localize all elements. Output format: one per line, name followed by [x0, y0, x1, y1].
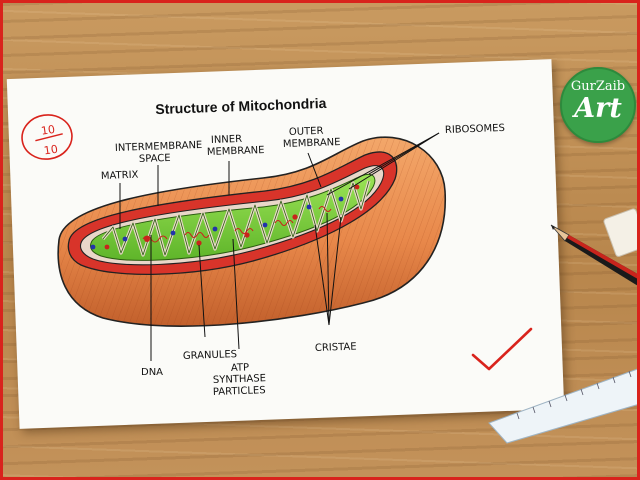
label-outer-1: OUTER: [289, 126, 324, 138]
label-intermembrane-2: SPACE: [139, 153, 171, 165]
label-inner-1: INNER: [211, 134, 243, 146]
page-title: Structure of Mitochondria: [155, 95, 327, 117]
label-granules: GRANULES: [183, 349, 238, 362]
eraser: [603, 208, 637, 257]
label-atp-1: ATP: [231, 362, 250, 374]
checkmark-icon: [471, 327, 533, 371]
score-numerator: 10: [40, 123, 56, 138]
label-outer-2: MEMBRANE: [283, 137, 341, 150]
label-matrix: MATRIX: [101, 170, 139, 182]
label-dna: DNA: [141, 367, 163, 378]
granules: [104, 184, 360, 250]
logo-main-text: Art: [574, 93, 622, 124]
label-lines: [119, 132, 440, 361]
label-cristae: CRISTAE: [315, 342, 357, 354]
score-mark: 10 10: [21, 114, 73, 160]
label-atp-3: PARTICLES: [213, 385, 266, 398]
ruler-icon: [488, 368, 637, 444]
mitochondria-diagram: Structure of Mitochondria MATRIX INTERME…: [21, 95, 637, 444]
ribosomes: [90, 196, 344, 250]
score-denominator: 10: [43, 143, 59, 158]
brand-logo: GurZaib Art: [560, 67, 636, 143]
label-ribosomes: RIBOSOMES: [445, 123, 505, 136]
cristae-outline: [102, 180, 370, 256]
label-inner-2: MEMBRANE: [207, 145, 265, 158]
label-intermembrane-1: INTERMEMBRANE: [115, 140, 203, 154]
pencil-icon: [550, 224, 637, 286]
label-atp-2: SYNTHASE: [213, 373, 266, 386]
logo-top-text: GurZaib: [570, 79, 626, 94]
